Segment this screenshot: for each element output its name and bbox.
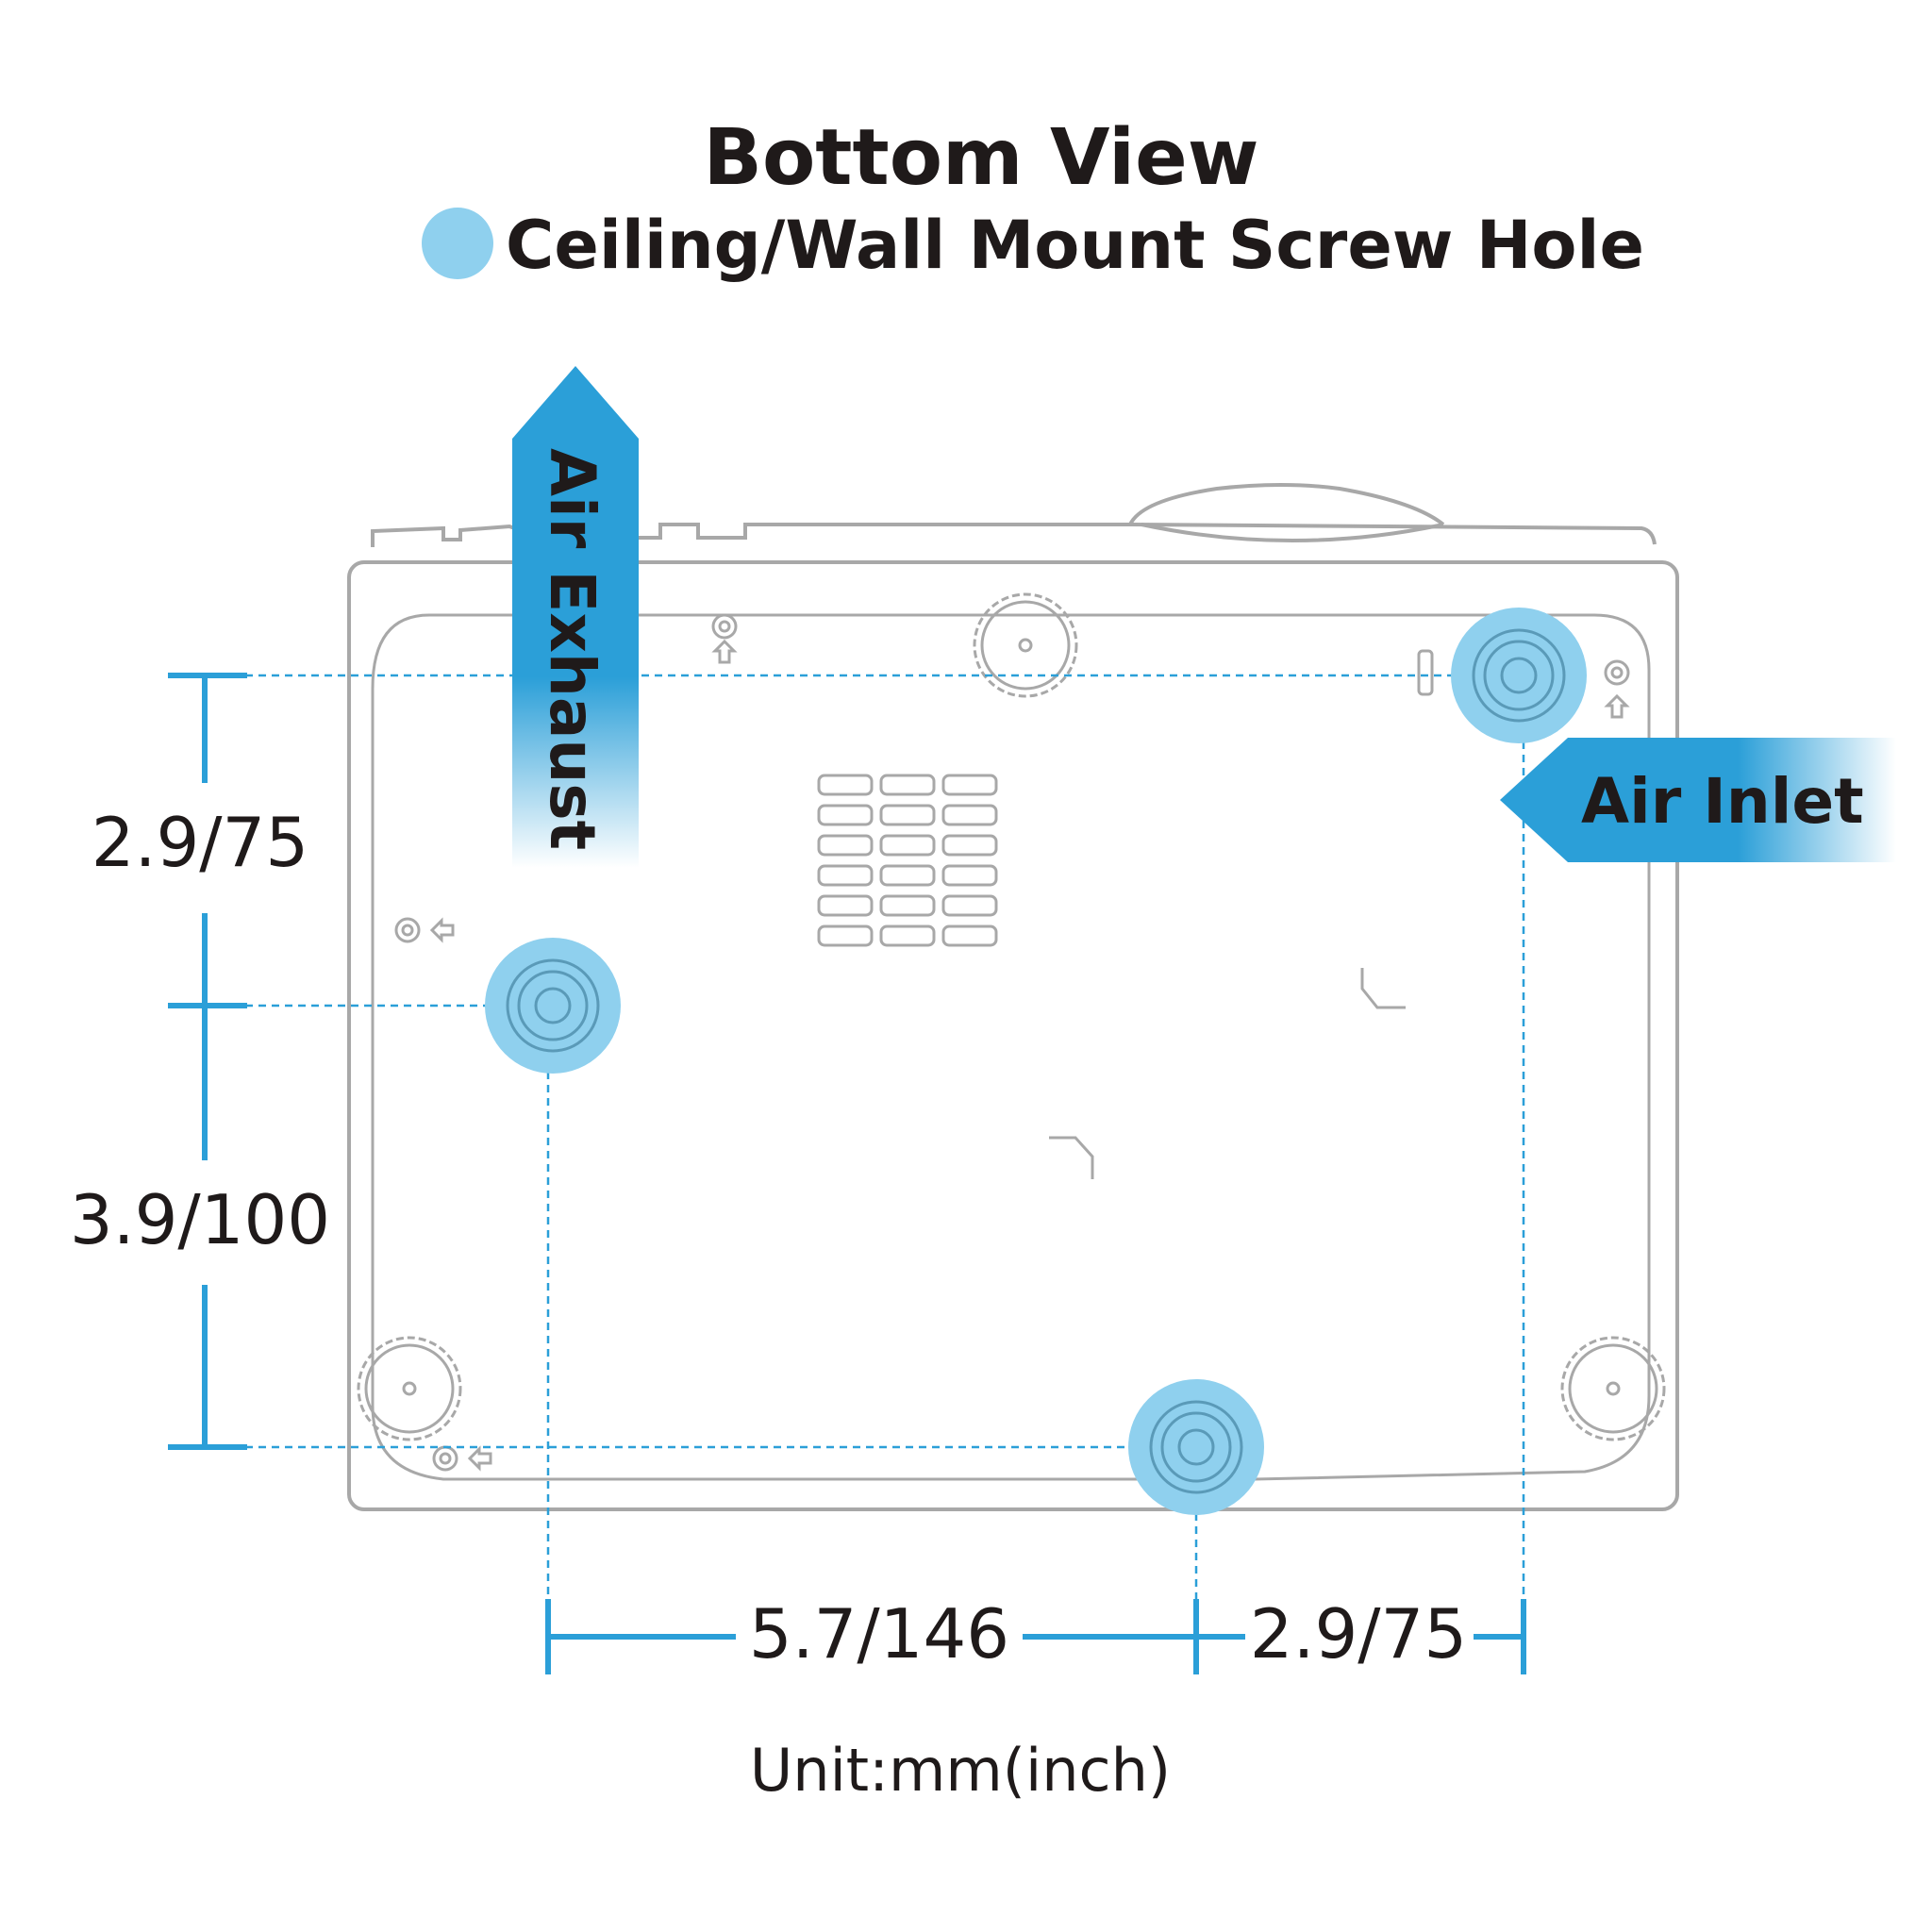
- air-inlet-label: Air Inlet: [1581, 765, 1864, 838]
- mount-screw-hole-left: [485, 938, 621, 1074]
- mount-screw-hole-top-right: [1451, 608, 1587, 743]
- foot-bottom-left: [357, 1336, 462, 1441]
- foot-top-center: [973, 592, 1078, 698]
- air-inlet-arrow: Air Inlet: [1500, 738, 1896, 862]
- small-screw-icons: [394, 613, 1630, 1472]
- unit-label: Unit:mm(inch): [750, 1736, 1171, 1805]
- projector-feet: [357, 592, 1666, 1441]
- dimension-horizontal-right: 2.9/75: [1250, 1594, 1467, 1674]
- air-exhaust-label: Air Exhaust: [536, 448, 608, 850]
- projector-body: [347, 560, 1679, 1511]
- dimension-vertical-top: 2.9/75: [92, 803, 308, 882]
- dimension-horizontal-left: 5.7/146: [749, 1594, 1009, 1674]
- lens-bump: [1128, 483, 1445, 526]
- corner-marks: [1049, 649, 1434, 1179]
- dimension-vertical-bottom: 3.9/100: [70, 1180, 330, 1259]
- page-title: Bottom View: [703, 113, 1258, 203]
- foot-bottom-right: [1560, 1336, 1666, 1441]
- mount-screw-hole-bottom-center: [1128, 1379, 1264, 1515]
- legend-swatch: [422, 208, 493, 279]
- air-exhaust-arrow: Air Exhaust: [512, 366, 639, 868]
- horizontal-dimension: [545, 1599, 1526, 1674]
- vent-grid: [817, 774, 998, 947]
- projector-outline: [347, 483, 1679, 1511]
- legend-label: Ceiling/Wall Mount Screw Hole: [506, 207, 1644, 284]
- vertical-dimension: [168, 673, 247, 1450]
